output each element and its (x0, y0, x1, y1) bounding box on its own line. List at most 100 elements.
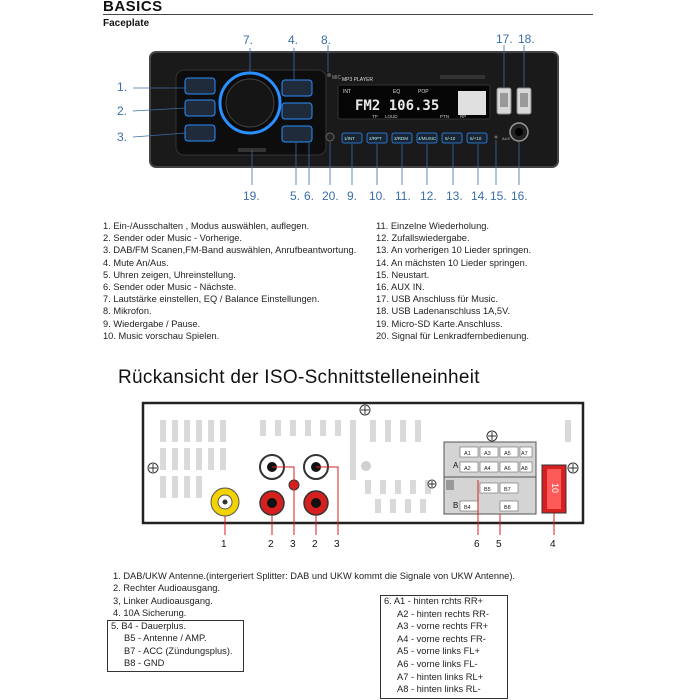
svg-text:2/RPT: 2/RPT (369, 136, 382, 141)
screw-icon (427, 479, 437, 489)
svg-text:TP: TP (372, 114, 378, 119)
svg-text:1/INT: 1/INT (344, 136, 355, 141)
legend-item: A5 - vorne links FL+ (397, 646, 480, 657)
wire-label: 5 (496, 539, 502, 550)
callout-9: 9. (347, 189, 358, 203)
callout-7: 7. (243, 33, 254, 47)
section-subtitle: Faceplate (103, 18, 150, 29)
reset-hole (494, 135, 498, 139)
fuse-label: 10 (550, 483, 560, 493)
wire-label: 3 (290, 539, 296, 550)
legend-item: A2 - hinten rechts RR- (397, 608, 489, 619)
legend-item: 2. Sender oder Music - Vorherige. (103, 233, 243, 244)
legend-item: 19. Micro-SD Karte.Anschluss. (376, 318, 503, 329)
preset-button-3 (391, 132, 413, 144)
legend-item: 15. Neustart. (376, 269, 430, 280)
display-frequency: FM2 106.35 (355, 98, 439, 114)
vent-slots (160, 420, 571, 513)
legend-item: 10. Music vorschau Spielen. (103, 330, 220, 341)
legend-item: 1. DAB/UKW Antenne.(intergeriert Splitte… (113, 571, 516, 581)
block-a-label: A (453, 461, 459, 470)
legend-item: 3, Linker Audioausgang. (113, 595, 213, 606)
legend-item: 18. USB Ladenanschluss 1A,5V. (376, 306, 511, 317)
screw-icon (147, 462, 159, 474)
legend-right: 11. Einzelne Wiederholung. 12. Zufallswi… (376, 220, 531, 342)
rear-dot (361, 461, 371, 471)
legend-item: 6. A1 - hinten rchts RR+ (384, 596, 483, 606)
legend-item: 8. Mikrofon. (103, 306, 152, 317)
power-mode-button (184, 77, 216, 95)
svg-text:A5: A5 (504, 451, 511, 457)
legend-item: A3 - vorne rechts FR+ (397, 621, 489, 632)
preset-button-6 (466, 132, 488, 144)
wire-label: 3 (334, 539, 340, 550)
svg-text:B7: B7 (504, 487, 511, 493)
callout-18: 18. (518, 32, 535, 46)
legend-item: 4. 10A Sicherung. (113, 608, 187, 619)
mic-label: MIC (332, 75, 342, 81)
mic-hole (327, 73, 331, 77)
page-title: BASICS (103, 0, 163, 15)
mp3-label: MP3 PLAYER (342, 77, 373, 83)
legend-item: 14. An mächsten 10 Lieder springen. (376, 257, 528, 268)
mute-button (281, 79, 313, 97)
callout-11: 11. (395, 189, 411, 203)
preset-button-5 (441, 132, 463, 144)
block-b-label: B (453, 501, 458, 510)
svg-text:5/-10: 5/-10 (445, 136, 456, 141)
wire-label: 2 (312, 539, 318, 550)
legend-item: 17. USB Anschluss für Music. (376, 294, 498, 305)
pin-a-box (380, 595, 508, 699)
pin-b-box (107, 620, 244, 672)
legend-item: 11. Einzelne Wiederholung. (376, 221, 490, 231)
svg-text:A7: A7 (521, 451, 528, 457)
legend-item: B8 - GND (124, 658, 165, 669)
legend-item: 20. Signal für Lenkradfernbedienung. (376, 330, 529, 341)
svg-text:3/RDM: 3/RDM (394, 136, 408, 141)
svg-text:A2: A2 (464, 466, 471, 472)
callout-12: 12. (420, 189, 437, 203)
svg-text:RP: RP (460, 114, 466, 119)
svg-text:EQ: EQ (393, 89, 400, 95)
callout-13: 13. (446, 189, 463, 203)
svg-text:LOUD: LOUD (385, 114, 398, 119)
wire-label: 6 (474, 539, 480, 550)
callout-20: 20. (322, 189, 339, 203)
svg-text:A1: A1 (464, 451, 471, 457)
svg-text:A8: A8 (521, 466, 528, 472)
legend-item: A4 - vorne rechts FR- (397, 633, 486, 644)
svg-text:B8: B8 (504, 505, 511, 511)
display-level-meter (458, 91, 486, 115)
legend-item: 6. Sender oder Music - Nächste. (103, 282, 237, 293)
callout-6: 6. (304, 189, 315, 203)
legend-item: 3. DAB/FM Scanen,FM-Band auswählen, Anru… (103, 245, 357, 256)
callout-17: 17. (496, 32, 513, 46)
next-button (281, 125, 313, 143)
preset-button-4 (416, 132, 438, 144)
legend-item: 16. AUX IN. (376, 282, 425, 293)
screw-icon (359, 404, 371, 416)
cd-slot-indicator (440, 75, 485, 79)
svg-text:A4: A4 (484, 466, 491, 472)
callout-4: 4. (288, 33, 299, 47)
legend-item: 4. Mute An/Aus. (103, 257, 169, 268)
svg-text:B4: B4 (464, 505, 471, 511)
iso-section-title: Rückansicht der ISO-Schnittstelleneinhei… (118, 367, 480, 388)
legend-item: 12. Zufallswiedergabe. (376, 233, 470, 244)
preset-button-2 (366, 132, 388, 144)
disp-button (281, 102, 313, 120)
legend-item: 13. An vorherigen 10 Lieder springen. (376, 245, 532, 256)
legend-item: 5. B4 - Dauerplus. (111, 621, 186, 631)
preset-button-1 (341, 132, 363, 144)
svg-text:POP: POP (418, 89, 429, 95)
legend-item: B5 - Antenne / AMP. (124, 633, 207, 644)
legend-item: 2. Rechter Audioausgang. (113, 583, 220, 594)
callout-1: 1. (117, 80, 128, 94)
wire-label: 1 (221, 539, 227, 550)
callout-14: 14. (471, 189, 488, 203)
legend-item: 7. Lautstärke einstellen, EQ / Balance E… (103, 294, 320, 305)
callout-8: 8. (321, 33, 332, 47)
svg-text:A6: A6 (504, 466, 511, 472)
legend-item: A7 - hinten links RL+ (397, 671, 484, 682)
prev-button (184, 99, 216, 117)
